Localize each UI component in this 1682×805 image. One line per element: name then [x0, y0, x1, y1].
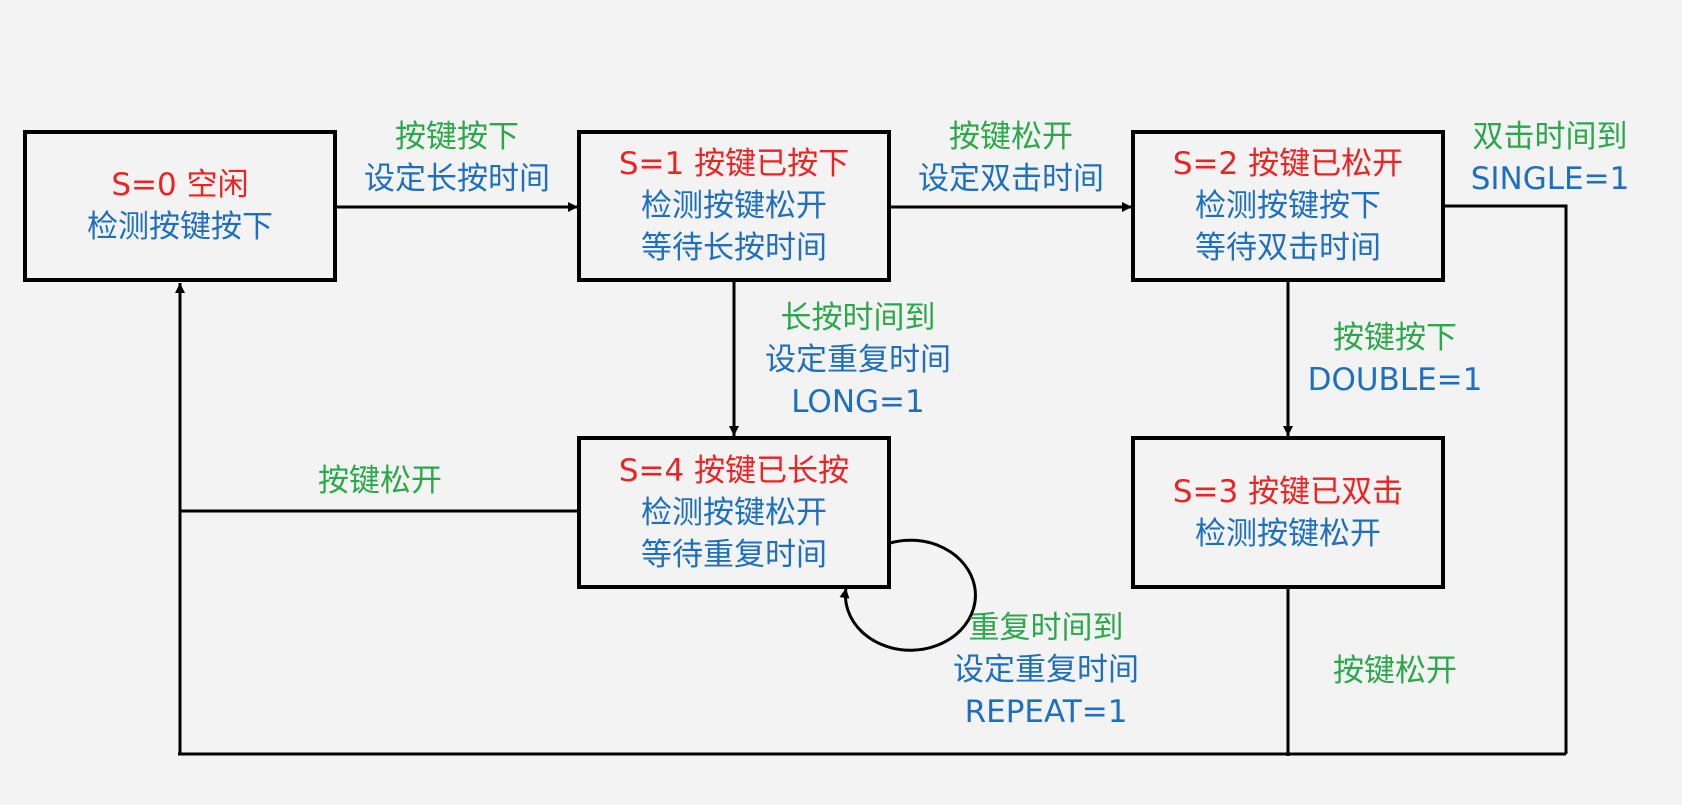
transition-s1-s4-action-1: 设定重复时间	[765, 342, 951, 378]
transition-s1-s4-condition: 长按时间到	[780, 300, 936, 336]
state-s0-line-1: 检测按键按下	[87, 209, 273, 245]
arrow-s4-self-loop	[839, 538, 977, 652]
transition-label-s2-s3: 按键按下 DOUBLE=1	[1290, 317, 1500, 401]
state-s1-line-2: 等待长按时间	[641, 230, 827, 266]
state-s3-title: S=3 按键已双击	[1172, 473, 1404, 510]
transition-s4-self-action-1: 设定重复时间	[953, 652, 1139, 688]
state-s3-double-clicked: S=3 按键已双击 检测按键松开	[1131, 436, 1445, 589]
transition-s0-s1-action-1: 设定长按时间	[364, 161, 550, 197]
transition-s3-s0-condition: 按键松开	[1333, 653, 1457, 689]
transition-label-s0-s1: 按键按下 设定长按时间	[337, 116, 577, 200]
state-s2-line-1: 检测按键按下	[1195, 188, 1381, 224]
state-s2-line-2: 等待双击时间	[1195, 230, 1381, 266]
transition-label-s1-s4: 长按时间到 设定重复时间 LONG=1	[738, 297, 978, 423]
transition-label-s1-s2: 按键松开 设定双击时间	[891, 116, 1131, 200]
transition-s4-self-action-2: REPEAT=1	[964, 694, 1128, 730]
transition-s2-s0-condition: 双击时间到	[1472, 119, 1628, 155]
transition-s2-s3-action-1: DOUBLE=1	[1307, 362, 1483, 398]
state-s4-line-1: 检测按键松开	[641, 494, 827, 531]
transition-s1-s4-action-2: LONG=1	[791, 384, 925, 420]
transition-label-s4-s0: 按键松开	[280, 460, 480, 502]
line-s2-to-bottom	[1444, 204, 1568, 754]
transition-label-s4-self: 重复时间到 设定重复时间 REPEAT=1	[926, 607, 1166, 733]
transition-s4-s0-condition: 按键松开	[318, 463, 442, 499]
state-s4-line-2: 等待重复时间	[641, 536, 827, 573]
state-s4-long-pressed: S=4 按键已长按 检测按键松开 等待重复时间	[577, 436, 891, 589]
state-s0-idle: S=0 空闲 检测按键按下	[23, 130, 337, 282]
transition-s1-s2-action-1: 设定双击时间	[918, 161, 1104, 197]
state-s2-released: S=2 按键已松开 检测按键按下 等待双击时间	[1131, 130, 1445, 282]
transition-label-s3-s0: 按键松开	[1300, 650, 1490, 692]
transition-s4-self-condition: 重复时间到	[968, 610, 1124, 646]
transition-s1-s2-condition: 按键松开	[949, 119, 1073, 155]
state-s2-title: S=2 按键已松开	[1172, 146, 1404, 182]
state-s1-title: S=1 按键已按下	[618, 146, 850, 182]
state-s3-line-1: 检测按键松开	[1195, 515, 1381, 552]
transition-s2-s3-condition: 按键按下	[1333, 320, 1457, 356]
transition-s0-s1-condition: 按键按下	[395, 119, 519, 155]
state-s0-title: S=0 空闲	[111, 167, 249, 203]
state-s4-title: S=4 按键已长按	[618, 452, 850, 489]
transition-s2-s0-action-1: SINGLE=1	[1470, 161, 1630, 197]
state-s1-line-1: 检测按键松开	[641, 188, 827, 224]
state-s1-pressed: S=1 按键已按下 检测按键松开 等待长按时间	[577, 130, 891, 282]
transition-label-s2-s0: 双击时间到 SINGLE=1	[1452, 116, 1648, 200]
